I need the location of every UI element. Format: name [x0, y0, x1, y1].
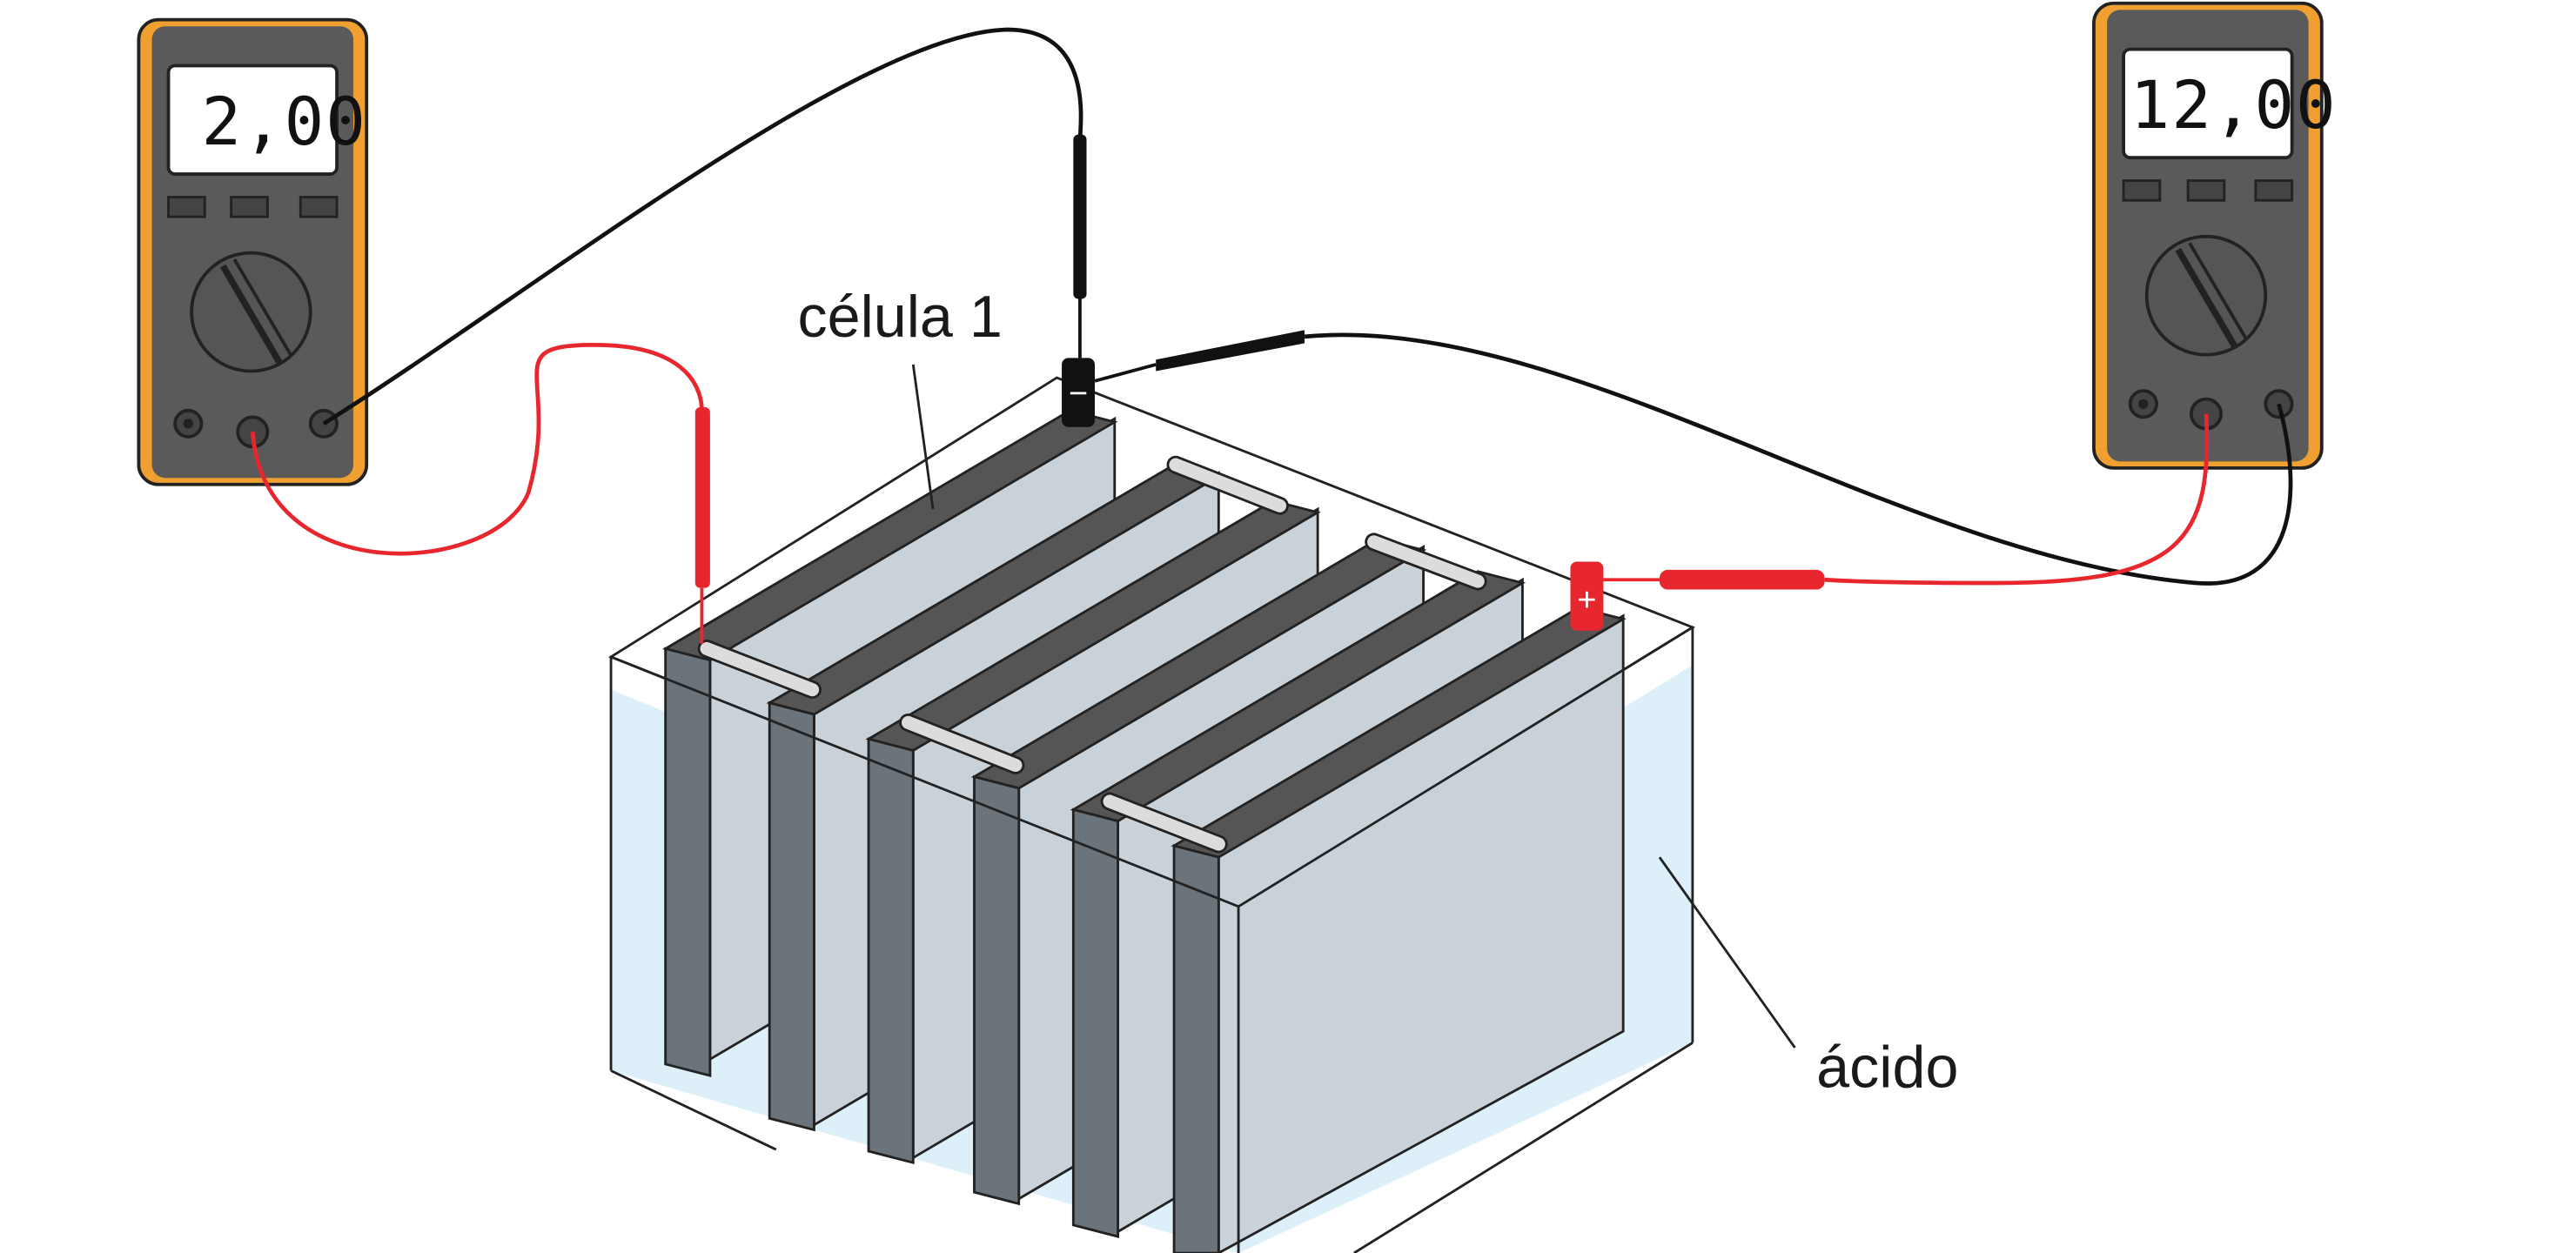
acid-label: ácido: [1816, 1035, 1958, 1101]
connector-strap: [697, 640, 822, 700]
test-leads: [250, 27, 2293, 644]
cell-plate: [1171, 606, 1627, 1253]
cell-plates: [661, 409, 1627, 1253]
negative-sign: −: [1069, 375, 1088, 412]
cell-connectors: [697, 455, 1487, 854]
right-multimeter: 12,00: [2092, 1, 2338, 470]
cell-label: célula 1: [797, 284, 1002, 350]
left-meter-reading: 2,00: [201, 84, 366, 160]
right-meter-reading: 12,00: [2130, 67, 2338, 144]
negative-terminal[interactable]: −: [1062, 358, 1095, 427]
left-meter-display: [166, 64, 339, 176]
right-red-lead[interactable]: [1824, 413, 2210, 586]
left-multimeter: 2,00: [137, 17, 369, 486]
positive-terminal[interactable]: +: [1570, 561, 1604, 631]
left-black-lead[interactable]: [322, 27, 1083, 425]
connector-strap: [1365, 533, 1487, 591]
cell-label-leader: [911, 364, 935, 510]
connector-strap: [899, 714, 1025, 774]
right-meter-display: [2122, 47, 2294, 160]
acid-label-leader: [1658, 856, 1796, 1049]
labels: célula 1 ácido: [797, 284, 1958, 1100]
right-black-lead[interactable]: [1304, 332, 2293, 586]
left-red-lead[interactable]: [250, 342, 704, 556]
connector-strap: [1166, 455, 1289, 515]
positive-sign: +: [1577, 582, 1596, 619]
tank-front-edges: [610, 626, 1694, 1253]
connector-strap: [1100, 792, 1228, 854]
